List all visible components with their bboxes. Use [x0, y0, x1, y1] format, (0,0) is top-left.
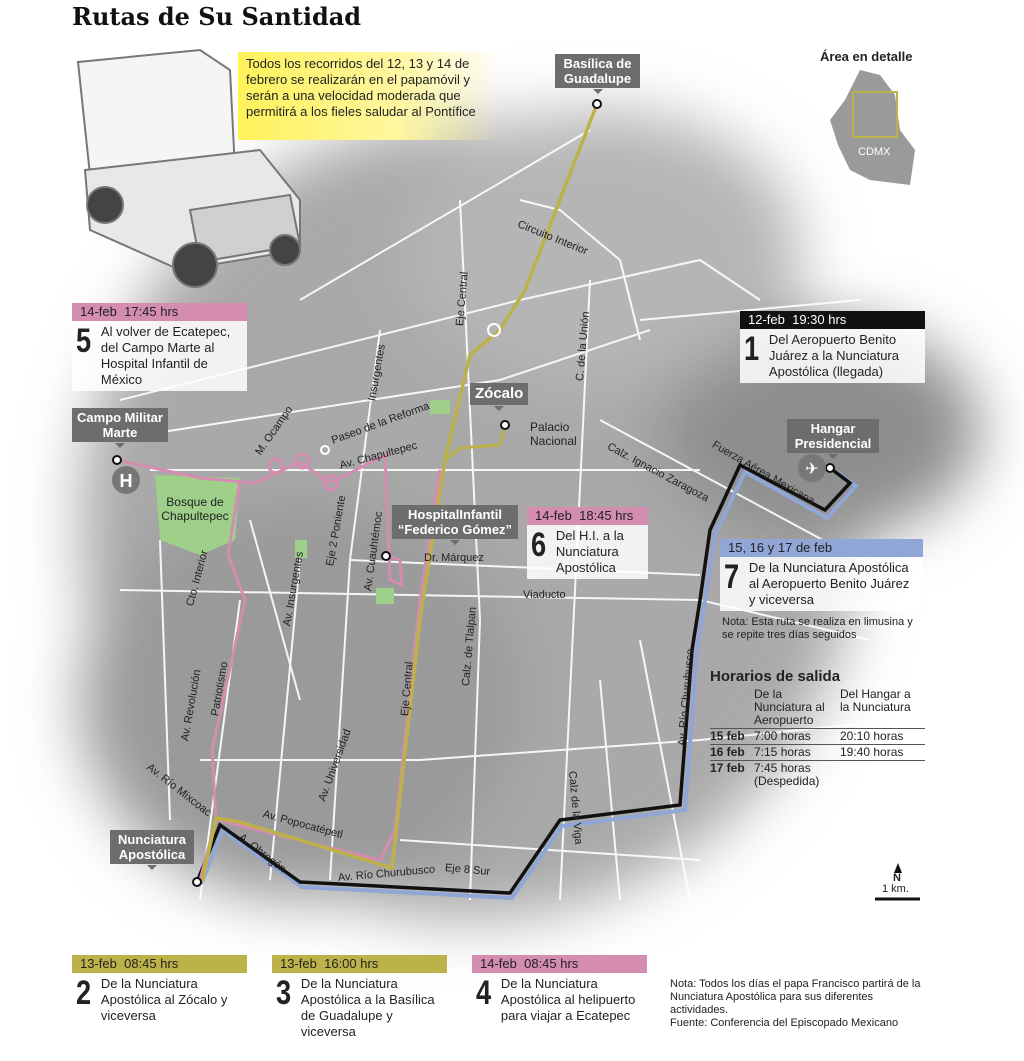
route-number: 5 [76, 322, 92, 360]
hospital-name-2: “Federico Gómez” [397, 522, 513, 537]
route-number: 1 [744, 330, 760, 368]
label-bosque: Bosque de Chapultepec [161, 495, 229, 523]
street-label: Viaducto [523, 589, 566, 601]
label-palacio: Palacio Nacional [530, 420, 577, 448]
route-desc: De la Nunciatura Apostólica al Aeropuert… [748, 560, 910, 607]
route-1-7-blue [199, 469, 859, 901]
svg-text:H: H [120, 471, 133, 491]
page-title: Rutas de Su Santidad [72, 2, 362, 31]
label-campo-marte: Campo Militar Marte [72, 408, 168, 448]
label-hospital: HospitalInfantil“Federico Gómez” [392, 505, 518, 545]
schedule-table: De la Nunciatura al Aeropuerto Del Hangar… [710, 687, 925, 789]
label-zocalo: Zócalo [470, 383, 529, 411]
svg-text:✈: ✈ [805, 461, 818, 478]
col-header: Del Hangar a la Nunciatura [840, 687, 911, 714]
north-label: N [893, 872, 901, 884]
route-5-date: 14-feb 17:45 hrs [72, 303, 247, 321]
route-number: 3 [276, 974, 292, 1012]
route-2-date: 13-feb 08:45 hrs [72, 955, 247, 973]
scale-label: 1 km. [882, 883, 909, 895]
label-basilica: Basílica de Guadalupe [555, 54, 640, 94]
route-7-date: 15, 16 y 17 de feb [720, 539, 923, 557]
airport-plane-icon [798, 454, 826, 482]
footer-note: Nota: Todos los días el papa Francisco p… [670, 978, 930, 1030]
route-number: 6 [531, 526, 547, 564]
label-hangar: Hangar Presidencial [787, 419, 879, 459]
route-endpoints [112, 99, 835, 887]
hospital-name-1: HospitalInfantil [408, 507, 502, 522]
popemobile-image [76, 48, 302, 288]
schedule: Horarios de salida De la Nunciatura al A… [710, 668, 925, 789]
route-desc: Del Aeropuerto Benito Juárez a la Nuncia… [768, 332, 899, 379]
route-3-date: 13-feb 16:00 hrs [272, 955, 447, 973]
route-number: 2 [76, 974, 92, 1012]
route-1-7-black [195, 462, 853, 895]
route-4-5-6-pink [116, 452, 404, 588]
schedule-title: Horarios de salida [710, 668, 841, 685]
street-label: Dr. Márquez [424, 552, 484, 564]
parks [155, 400, 450, 604]
inset-label: CDMX [858, 146, 891, 158]
route-2-zocalo-olive [444, 424, 507, 462]
route-desc: Al volver de Ecatepec, del Campo Marte a… [100, 324, 231, 387]
inset-title: Área en detalle [820, 49, 913, 64]
route-1-date: 12-feb 19:30 hrs [740, 311, 925, 329]
label-nunciatura: Nunciatura Apostólica [110, 830, 194, 870]
route-7-note: Nota: Esta ruta se realiza en limusina y… [722, 616, 913, 641]
col-header: De la Nunciatura al Aeropuerto [754, 687, 825, 727]
footer-note-text: Nota: Todos los días el papa Francisco p… [670, 978, 921, 1016]
north-arrow-icon [875, 863, 920, 901]
route-desc: De la Nunciatura Apostólica a la Basílic… [300, 976, 435, 1039]
route-number: 4 [476, 974, 492, 1012]
footer-source: Fuente: Conferencia del Episcopado Mexic… [670, 1017, 899, 1029]
route-2-3-olive [200, 103, 599, 883]
route-6-date: 14-feb 18:45 hrs [527, 507, 648, 525]
route-4-date: 14-feb 08:45 hrs [472, 955, 647, 973]
intro-note: Todos los recorridos del 12, 13 y 14 de … [238, 52, 503, 140]
route-desc: De la Nunciatura Apostólica al helipuert… [500, 976, 636, 1023]
route-number: 7 [724, 558, 740, 596]
route-desc: Del H.I. a la Nunciatura Apostólica [555, 528, 624, 575]
route-desc: De la Nunciatura Apostólica al Zócalo y … [100, 976, 228, 1023]
hospital-h-icon: H [112, 466, 140, 494]
cdmx-inset-map [830, 70, 915, 185]
